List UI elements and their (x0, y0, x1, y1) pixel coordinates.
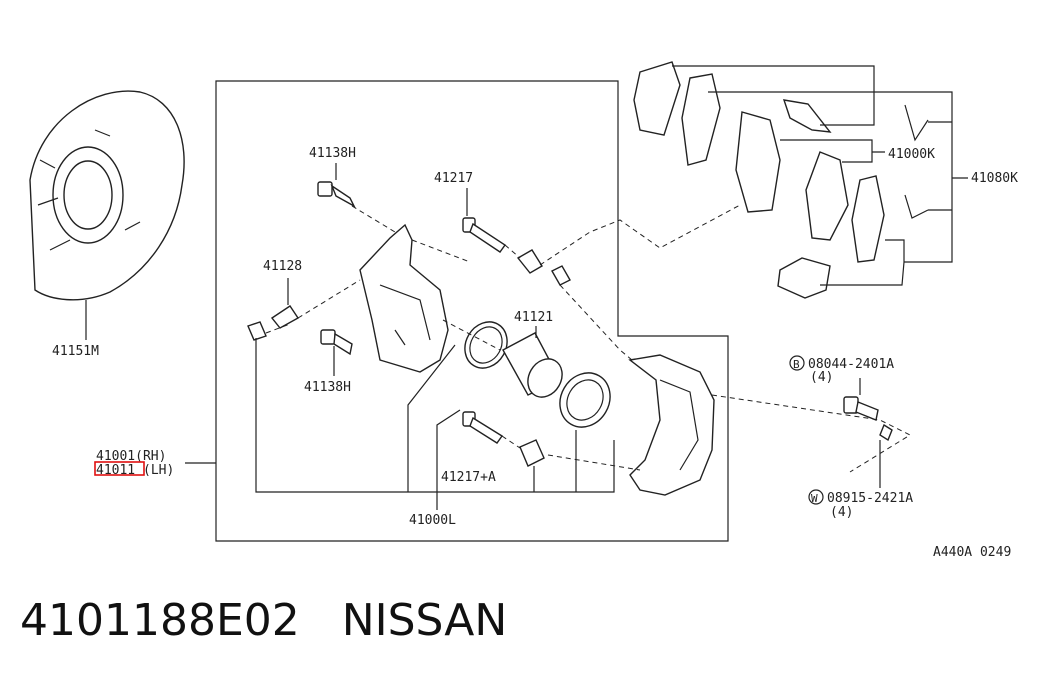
guide-bolt-top (317, 163, 356, 208)
piston-boot (559, 372, 611, 428)
highlight-box (94, 461, 145, 476)
label-41217: 41217 (434, 171, 473, 186)
caption-brand: NISSAN (341, 595, 508, 646)
piston-seal (464, 321, 508, 369)
pad-kit-tree (672, 65, 968, 286)
caption-part-number: 4101188E02 (20, 595, 300, 646)
label-41080k: 41080K (971, 171, 1018, 186)
piston-seal-inner (469, 326, 503, 364)
assembly-frame (215, 80, 729, 542)
guide-pin-bottom (462, 411, 504, 444)
label-bolt-code: 08044-2401A (808, 357, 894, 372)
guide-bolt-bottom (320, 329, 353, 376)
caption: 4101188E02 NISSAN (20, 595, 507, 646)
assembly-lines (265, 204, 912, 473)
label-washer-qty: (4) (830, 505, 853, 520)
label-washer-code: 08915-2421A (827, 491, 913, 506)
piston-boot-inner (566, 379, 604, 421)
label-41138h-bottom: 41138H (304, 380, 351, 395)
bolt-circle-icon (789, 355, 805, 371)
label-41001: 41001(RH) (96, 449, 166, 464)
assembly-tree (255, 338, 615, 510)
caliper-bracket (628, 354, 715, 496)
label-41121: 41121 (514, 310, 553, 325)
label-41000l: 41000L (409, 513, 456, 528)
washer-circle-icon (808, 489, 824, 505)
reference-code: A440A 0249 (933, 545, 1011, 560)
label-bolt-qty: (4) (810, 370, 833, 385)
piston (502, 326, 563, 398)
washer-circle-letter: W (811, 492, 818, 505)
label-41128: 41128 (263, 259, 302, 274)
bleeder-screw (270, 278, 300, 329)
label-41011-side: (LH) (143, 463, 174, 478)
caliper-body (359, 223, 449, 373)
bolt-washer (843, 378, 893, 488)
pin-boots (247, 249, 571, 467)
brake-pads (633, 61, 929, 299)
label-41217a: 41217+A (441, 470, 496, 485)
guide-pin-top (462, 188, 506, 253)
label-41151m: 41151M (52, 344, 99, 359)
label-41138h-top: 41138H (309, 146, 356, 161)
bolt-circle-letter: B (793, 358, 800, 371)
dust-shield (29, 90, 185, 340)
label-41000k: 41000K (888, 147, 935, 162)
caption-spacer (300, 595, 342, 646)
